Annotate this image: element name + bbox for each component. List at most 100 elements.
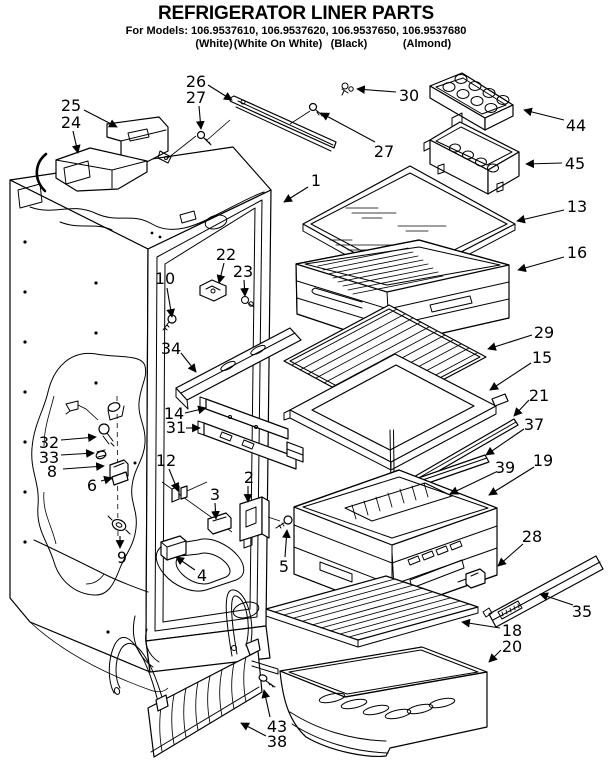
bulb-32-icon	[98, 423, 115, 447]
leader-arrow	[523, 107, 565, 121]
callout-2: 2	[243, 468, 254, 503]
leader-arrow	[320, 112, 376, 143]
leader-arrow	[168, 468, 180, 492]
leader-arrow	[71, 130, 81, 154]
leader-arrow	[207, 84, 233, 101]
pan-interior-hatch	[317, 247, 444, 295]
part-15-shelf-frame	[283, 353, 509, 471]
callout-12: 12	[156, 451, 180, 492]
callout-label: 15	[532, 348, 552, 367]
callout-label: 13	[567, 197, 587, 216]
callout-8: 8	[47, 462, 105, 481]
leader-arrow	[184, 405, 207, 415]
leader-arrow	[539, 592, 574, 606]
part-24-light-lens	[55, 147, 148, 192]
callout-44: 44	[523, 107, 586, 135]
callout-18: 18	[461, 618, 522, 640]
callout-43: 43	[261, 689, 287, 736]
callout-1: 1	[283, 171, 321, 203]
leader-arrow	[525, 159, 563, 169]
callout-label: 31	[166, 418, 186, 437]
callout-9: 9	[115, 536, 127, 567]
part-28-clip	[457, 568, 486, 589]
lamp-socket-icon	[107, 402, 125, 421]
callout-label: 35	[572, 602, 592, 621]
callout-label: 8	[47, 462, 57, 481]
callout-39: 39	[449, 458, 515, 495]
callout-26: 26	[186, 72, 233, 101]
part-20-crisper-pan	[279, 646, 488, 757]
callout-label: 18	[502, 621, 522, 640]
callout-label: 2	[244, 468, 254, 487]
liner-top-contour	[29, 191, 265, 230]
part-2-cover	[239, 496, 281, 549]
callout-label: 9	[117, 548, 127, 567]
leader-arrow	[497, 543, 524, 567]
callout-label: 5	[279, 557, 289, 576]
callout-15: 15	[489, 348, 552, 391]
callout-14: 14	[164, 404, 207, 423]
leader-arrow	[60, 433, 97, 443]
color-option-white-on-white: (White On White)	[233, 38, 323, 50]
callout-label: 27	[374, 142, 394, 161]
callout-label: 22	[216, 245, 236, 264]
callout-24: 24	[61, 113, 81, 154]
part-34-channel	[175, 327, 302, 410]
leader-arrow	[211, 502, 220, 520]
callout-28: 28	[497, 527, 542, 567]
leader-arrow	[488, 649, 502, 663]
part-35-trim-strip	[482, 555, 604, 628]
callout-19: 19	[488, 451, 553, 496]
leader-arrow	[485, 428, 525, 456]
callout-label: 1	[311, 171, 321, 190]
screw-43-icon	[258, 674, 276, 688]
callout-label: 33	[39, 448, 59, 467]
leader-arrow	[83, 109, 118, 128]
callout-10: 10	[155, 269, 175, 318]
callout-35: 35	[539, 592, 592, 621]
leader-arrow	[283, 186, 309, 203]
callout-label: 28	[522, 527, 542, 546]
leader-arrow	[175, 556, 196, 571]
leader-arrow	[195, 105, 205, 130]
leader-arrow	[488, 466, 535, 496]
callout-27: 27	[186, 88, 206, 130]
perforation-holes	[23, 240, 137, 634]
part-12-clip	[171, 481, 208, 503]
clip-30-icon	[341, 82, 354, 96]
callout-label: 12	[156, 451, 176, 470]
callout-label: 19	[533, 451, 553, 470]
callout-label: 10	[155, 269, 175, 288]
screw-5-icon	[275, 515, 293, 529]
callout-label: 30	[399, 86, 419, 105]
callout-label: 21	[529, 386, 549, 405]
leader-arrow	[166, 287, 175, 318]
screw-27-left-icon	[167, 119, 231, 159]
leader-arrow	[517, 256, 565, 273]
callout-38: 38	[240, 722, 287, 751]
shield-flag-icon	[65, 400, 99, 421]
part-31-rail	[197, 420, 304, 470]
callout-5: 5	[279, 529, 291, 576]
leader-arrow	[449, 471, 497, 495]
callout-label: 29	[534, 323, 554, 342]
callout-label: 39	[495, 458, 515, 477]
leader-arrow	[489, 362, 532, 391]
bulb-base-33-icon	[95, 449, 107, 460]
color-option-white: (White)	[195, 38, 233, 50]
leader-arrow	[100, 475, 113, 485]
corner-curl	[35, 152, 48, 193]
leader-arrow	[516, 209, 565, 224]
leader-arrow	[513, 399, 530, 417]
callout-label: 4	[197, 566, 207, 585]
leader-arrow	[261, 689, 271, 718]
callout-45: 45	[525, 154, 585, 173]
callout-4: 4	[175, 556, 207, 585]
callout-label: 38	[267, 732, 287, 751]
callout-label: 34	[161, 339, 181, 358]
socket-clip-8-6-icon	[109, 459, 129, 486]
callout-label: 20	[502, 637, 522, 656]
